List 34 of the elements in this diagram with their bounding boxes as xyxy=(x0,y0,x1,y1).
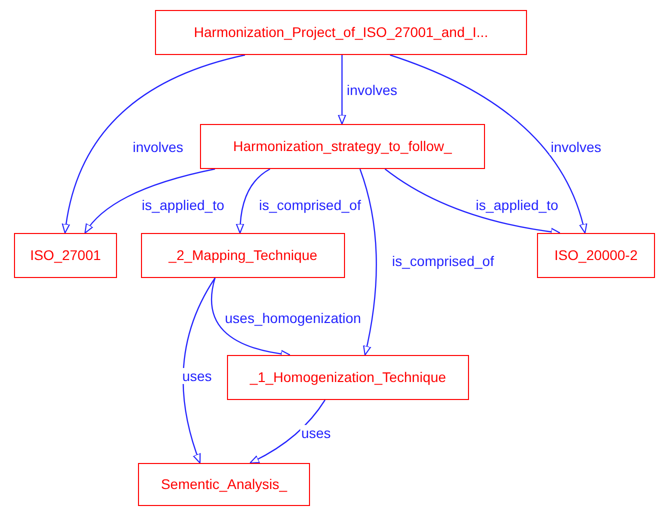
node-label: Harmonization_strategy_to_follow_ xyxy=(233,137,452,156)
edge-label: involves xyxy=(550,139,602,155)
node-box xyxy=(14,233,117,278)
edge-label: involves xyxy=(346,82,398,98)
node-box xyxy=(141,233,345,278)
arrow xyxy=(384,168,561,236)
edge-label: uses_homogenization xyxy=(224,310,362,326)
arrow xyxy=(390,54,587,234)
node-label: ISO_27001 xyxy=(30,246,101,265)
edge-label: uses xyxy=(181,368,213,384)
node-label: _1_Homogenization_Technique xyxy=(250,368,446,387)
node-label: Sementic_Analysis_ xyxy=(160,475,288,494)
edge-label: is_comprised_of xyxy=(391,253,495,269)
arrow xyxy=(359,168,377,356)
edge-label: is_applied_to xyxy=(474,197,560,213)
arrow xyxy=(182,278,216,464)
arrow xyxy=(210,278,291,358)
arrow xyxy=(236,168,270,234)
node-label: _2_Mapping_Technique xyxy=(168,246,318,265)
node-box xyxy=(138,463,310,506)
node-box xyxy=(200,124,485,169)
edge-label: is_comprised_of xyxy=(258,197,362,213)
node-label: Harmonization_Project_of_ISO_27001_and_I... xyxy=(194,23,488,42)
edge-label: is_applied_to xyxy=(140,197,226,213)
arrow xyxy=(84,168,216,234)
node-label: ISO_20000-2 xyxy=(554,246,638,265)
node-box xyxy=(227,355,469,400)
edge-label: uses xyxy=(300,425,332,441)
arrow xyxy=(62,54,246,234)
arrow xyxy=(249,400,326,464)
node-box xyxy=(537,233,655,278)
edge-label: involves xyxy=(132,139,184,155)
arrow xyxy=(338,55,346,125)
node-box xyxy=(155,10,527,55)
